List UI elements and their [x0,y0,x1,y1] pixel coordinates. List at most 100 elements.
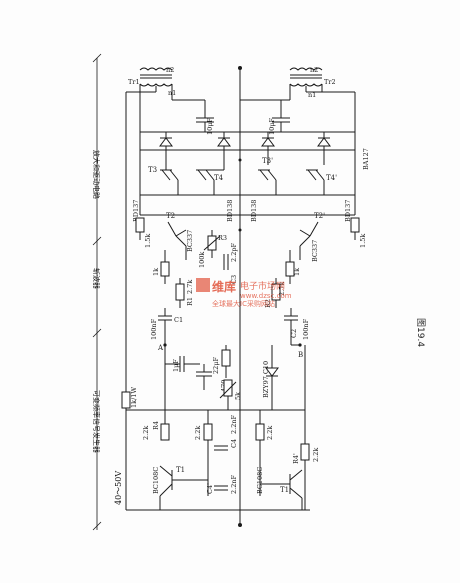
c-10uf-right-label: 10μF [268,118,276,135]
watermark-sub: 全球最大IC采购网站 [212,299,275,308]
resistor-1k-1w [121,391,131,409]
capacitor-c4p [214,485,228,491]
resistor-5k [219,379,237,410]
r-1k-right-label: 1k [293,268,301,276]
c4p-label: C4' [206,483,214,494]
watermark-brand: 维库 [212,279,236,294]
zener-label: BZY97 C10 [262,361,270,398]
transformer-tr2 [289,67,323,100]
transistor-t3 [160,165,179,195]
supply-voltage-label: 40～50V [114,471,123,505]
resistor-1k5-right [350,217,360,240]
r-1k-left-label: 1k [152,268,160,276]
c-2p2-label: 2.2pF [230,243,238,262]
transistor-t4p [306,169,325,195]
r-5k-label: 5k [234,392,242,400]
section-dimension-line [92,53,102,531]
bd138-right-label: BD138 [250,200,258,222]
r2-label: R2 [264,299,272,308]
c2-label: C2 [290,329,298,338]
transistor-t1p [260,469,303,510]
tr2-n1-label: n1 [308,91,316,99]
resistor-2k2-mid-right [255,410,265,496]
node-a-label: A [157,344,164,352]
section-trigger-label: 斩波器 [92,268,101,289]
bc337-right-label: BC337 [311,240,319,262]
t4p-label: T4' [326,174,337,182]
r-1k1w-label: 1k/1W [130,387,138,408]
ba127-label: BA127 [362,148,370,170]
diode-row [140,131,355,165]
t2-label: T2 [166,212,175,220]
bc108c-right-label: BC108C [256,467,264,494]
tr2-n2-label: n2 [310,66,318,74]
c3-label: C3 [230,275,238,284]
node-a [163,330,167,352]
r1-label: R1 [186,297,194,306]
resistor-470 [221,345,231,378]
c-1uf-label: 1μF [172,359,180,372]
capacitor-c2 [284,308,298,330]
bd138-left-label: BD138 [226,200,234,222]
c-100nf-left-label: 100nF [150,318,158,340]
r-2k2-mid-left-label: 2.2k [194,426,202,440]
figure-label: 图19.4 [415,318,426,347]
driver-bus [140,194,355,216]
tr1-n1-label: n1 [168,89,176,97]
r-2k2-mid-right-label: 2.2k [266,426,274,440]
r-2k2-r4p-label: 2.2k [312,448,320,462]
c-2n2-c4-label: 2.2nF [230,414,238,434]
c1-label: C1 [174,316,183,324]
t1-label: T1 [176,466,185,474]
resistor-r4p [300,443,310,461]
t3p-label: T3' [262,157,273,165]
tr1-label: Tr1 [128,78,140,86]
resistor-1k-right [285,250,295,284]
r3-label: R3 [218,234,227,242]
section-amplifier-label: 放大和驱动电路 [92,150,101,199]
bc337-left-label: BC337 [186,230,194,252]
r-1k5-left-label: 1.5k [144,234,152,248]
t1p-label: T1' [280,486,291,494]
c-10uf-left-label: 10μF [206,118,214,135]
capacitor-22uf [196,364,212,390]
node-b [290,330,302,347]
c-2n2-c4p-label: 2.2nF [230,474,238,494]
capacitor-c3 [223,254,229,270]
center-rail [238,66,242,527]
transistor-t3p [258,169,277,195]
r-2k7-right-label: 2.7k [278,282,286,296]
watermark-title: 电子市场网 [240,280,285,292]
capacitor-10uf-left [196,117,214,132]
transistor-t2p [299,221,319,260]
bd137-left-label: BD137 [132,200,140,222]
resistor-r3 [203,230,221,258]
r4p-label: R4' [292,453,300,464]
c4-label: C4 [230,439,238,448]
r-2k2-r4-label: 2.2k [142,426,150,440]
r-100k-label: 100k [198,252,206,268]
c-100nf-right-label: 100nF [302,318,310,340]
transformer-tr1 [139,67,173,100]
t3-label: T3 [148,166,157,174]
node-b-label: B [298,351,303,359]
capacitor-1uf [165,356,200,372]
transistor-t4 [196,165,225,195]
transistor-t2 [167,221,187,260]
tr2-label: Tr2 [324,78,336,86]
c-22uf-label: 22μF [212,357,220,374]
capacitor-c4 [214,445,228,451]
supply-rail [125,92,310,511]
capacitor-c1 [158,308,172,330]
t4-label: T4 [214,174,224,182]
r-1k5-right-label: 1.5k [359,234,367,248]
resistor-r1 [175,278,185,308]
tr1-n2-label: n2 [166,66,174,74]
watermark: 维库 电子市场网 www.dzsc.com 全球最大IC采购网站 [196,278,292,308]
t2p-label: T2' [314,212,325,220]
r-2k7-left-label: 2.7k [186,280,194,294]
resistor-1k-left [160,250,170,284]
zener-bzy97c10 [265,345,279,410]
capacitor-10uf-right [272,100,290,132]
